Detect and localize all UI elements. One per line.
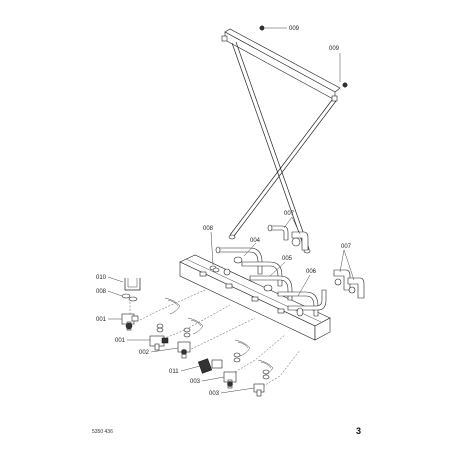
elbows-007-right [333, 269, 365, 299]
assembly-lines [129, 289, 301, 389]
label-005: 005 [282, 256, 293, 262]
valve-003-lower [253, 369, 270, 397]
label-007-upper: 007 [284, 211, 295, 217]
valve-002 [177, 327, 191, 359]
label-010: 010 [96, 275, 107, 281]
valve-001-upper [121, 313, 139, 331]
label-001-upper: 001 [96, 317, 107, 323]
label-002: 002 [139, 350, 150, 356]
spring-clips [164, 297, 274, 377]
label-001-lower: 001 [115, 338, 126, 344]
seals-008 [209, 265, 220, 273]
clip-010 [121, 278, 141, 302]
label-007-right: 007 [341, 244, 352, 250]
elbows-007-upper [267, 224, 309, 251]
label-008-lower: 008 [96, 289, 107, 295]
page-number: 3 [356, 426, 361, 436]
valve-003-upper [223, 352, 241, 389]
part-labels: 009 009 007 007 008 004 005 006 010 008 … [96, 26, 352, 397]
label-003-lower: 003 [209, 391, 220, 397]
leader-lines [107, 27, 355, 394]
mounting-rail [221, 25, 348, 102]
label-006: 006 [306, 269, 317, 275]
relief-valve-011 [197, 358, 223, 374]
valve-001-lower [149, 323, 169, 351]
pipe-elbows [215, 246, 327, 317]
valve-bracket [179, 254, 331, 341]
label-004: 004 [250, 238, 261, 244]
label-011: 011 [169, 369, 179, 375]
label-009-top: 009 [289, 26, 300, 32]
document-reference: 5350 436 [92, 429, 113, 435]
label-008-upper: 008 [203, 226, 214, 232]
support-legs [228, 41, 337, 254]
label-009-right: 009 [329, 46, 340, 52]
label-003-upper: 003 [190, 379, 201, 385]
